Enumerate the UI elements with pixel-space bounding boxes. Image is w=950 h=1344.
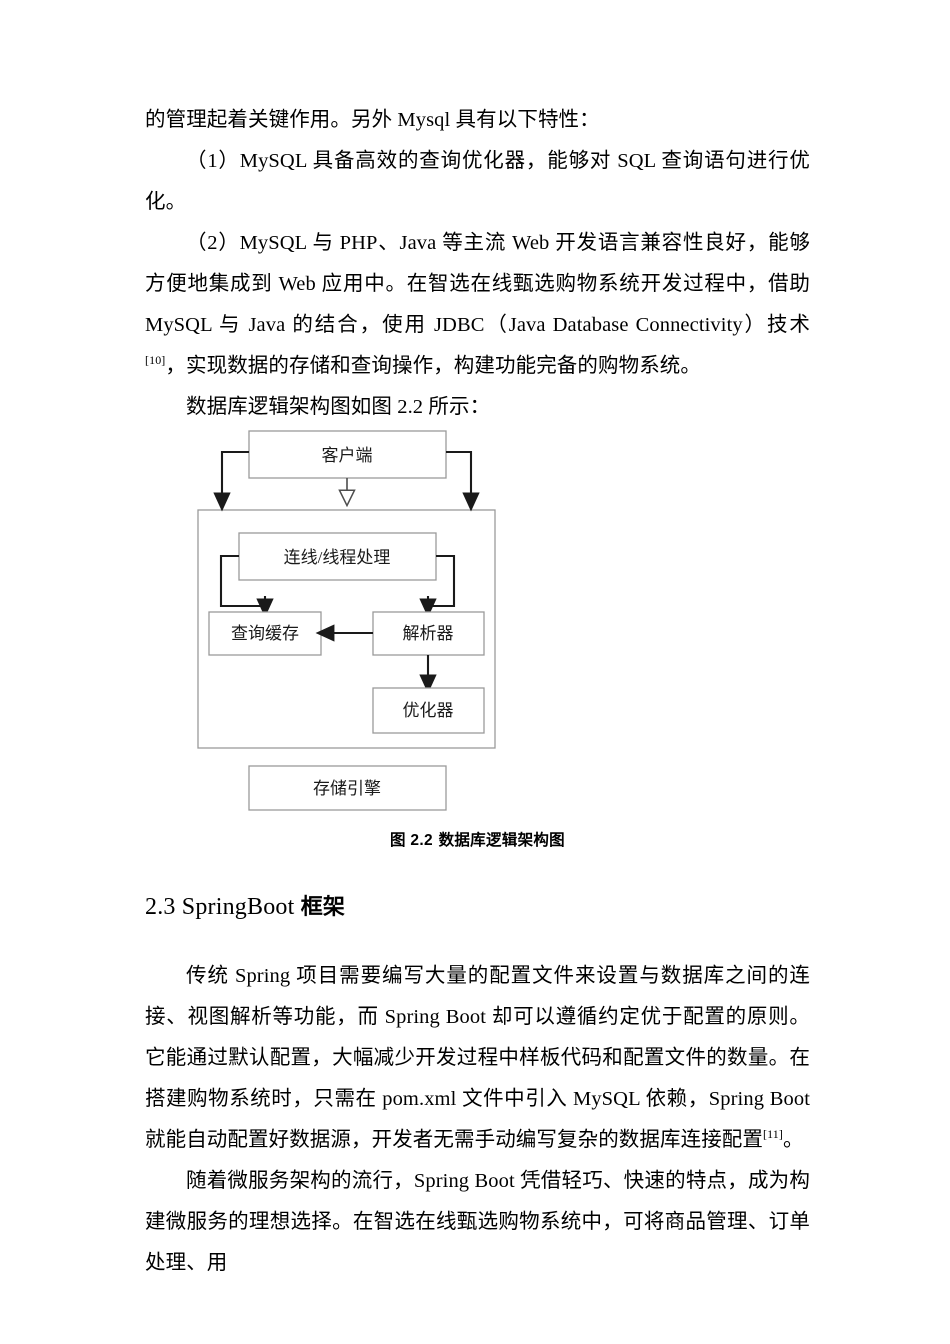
database-logical-architecture-diagram: 客户端 连线/线程处理 查询缓存 (197, 430, 496, 811)
section-heading-2-3: 2.3 SpringBoot 框架 (145, 890, 810, 925)
section-heading-cjk: 框架 (300, 895, 346, 920)
client-to-container-right-arrow (446, 450, 480, 512)
paragraph-feature-2: （2）MySQL 与 PHP、Java 等主流 Web 开发语言兼容性良好，能够… (145, 223, 810, 387)
paragraph-intro: 的管理起着关键作用。另外 Mysql 具有以下特性： (145, 109, 600, 131)
paragraph-spring-intro-text: 传统 Spring 项目需要编写大量的配置文件来设置与数据库之间的连接、视图解析… (145, 965, 810, 1151)
query-cache-label: 查询缓存 (231, 624, 299, 643)
thread-to-cache-path (219, 554, 265, 608)
paragraph-feature-2-text-a: （2）MySQL 与 PHP、Java 等主流 Web 开发语言兼容性良好，能够… (145, 232, 810, 336)
section-heading-number: 2.3 SpringBoot (145, 894, 301, 920)
paragraph-figure-lead: 数据库逻辑架构图如图 2.2 所示： (186, 396, 491, 418)
paragraph-spring-intro: 传统 Spring 项目需要编写大量的配置文件来设置与数据库之间的连接、视图解析… (145, 956, 810, 1161)
parser-label: 解析器 (403, 624, 454, 643)
storage-engine-label: 存储引擎 (313, 779, 381, 798)
citation-ref-10: [10] (145, 353, 166, 368)
citation-ref-11: [11] (763, 1127, 783, 1142)
optimizer-label: 优化器 (403, 701, 454, 720)
optimizer-box (372, 687, 485, 734)
thread-to-parser-path (428, 554, 456, 608)
connection-thread-label: 连线/线程处理 (284, 548, 391, 567)
paragraph-feature-1: （1）MySQL 具备高效的查询优化器，能够对 SQL 查询语句进行优化。 (145, 150, 810, 213)
figure-2-2: 客户端 连线/线程处理 查询缓存 (145, 428, 810, 850)
paragraph-microservice: 随着微服务架构的流行，Spring Boot 凭借轻巧、快速的特点，成为构建微服… (145, 1170, 810, 1274)
figure-caption: 图 2.2 数据库逻辑架构图 (145, 828, 810, 850)
figure-caption-text: 数据库逻辑架构图 (438, 831, 565, 849)
storage-engine-box (248, 765, 447, 811)
page-content: 的管理起着关键作用。另外 Mysql 具有以下特性： （1）MySQL 具备高效… (145, 100, 810, 1284)
server-container-box (197, 509, 496, 749)
paragraph-spring-intro-end: 。 (782, 1129, 804, 1151)
figure-caption-number: 图 2.2 (390, 832, 433, 849)
paragraph-feature-2-text-b: ，实现数据的存储和查询操作，构建功能完备的购物系统。 (165, 355, 702, 377)
client-to-container-left-arrow (213, 450, 249, 512)
parser-box (372, 611, 485, 656)
query-cache-box (208, 611, 322, 656)
client-label: 客户端 (322, 446, 373, 465)
